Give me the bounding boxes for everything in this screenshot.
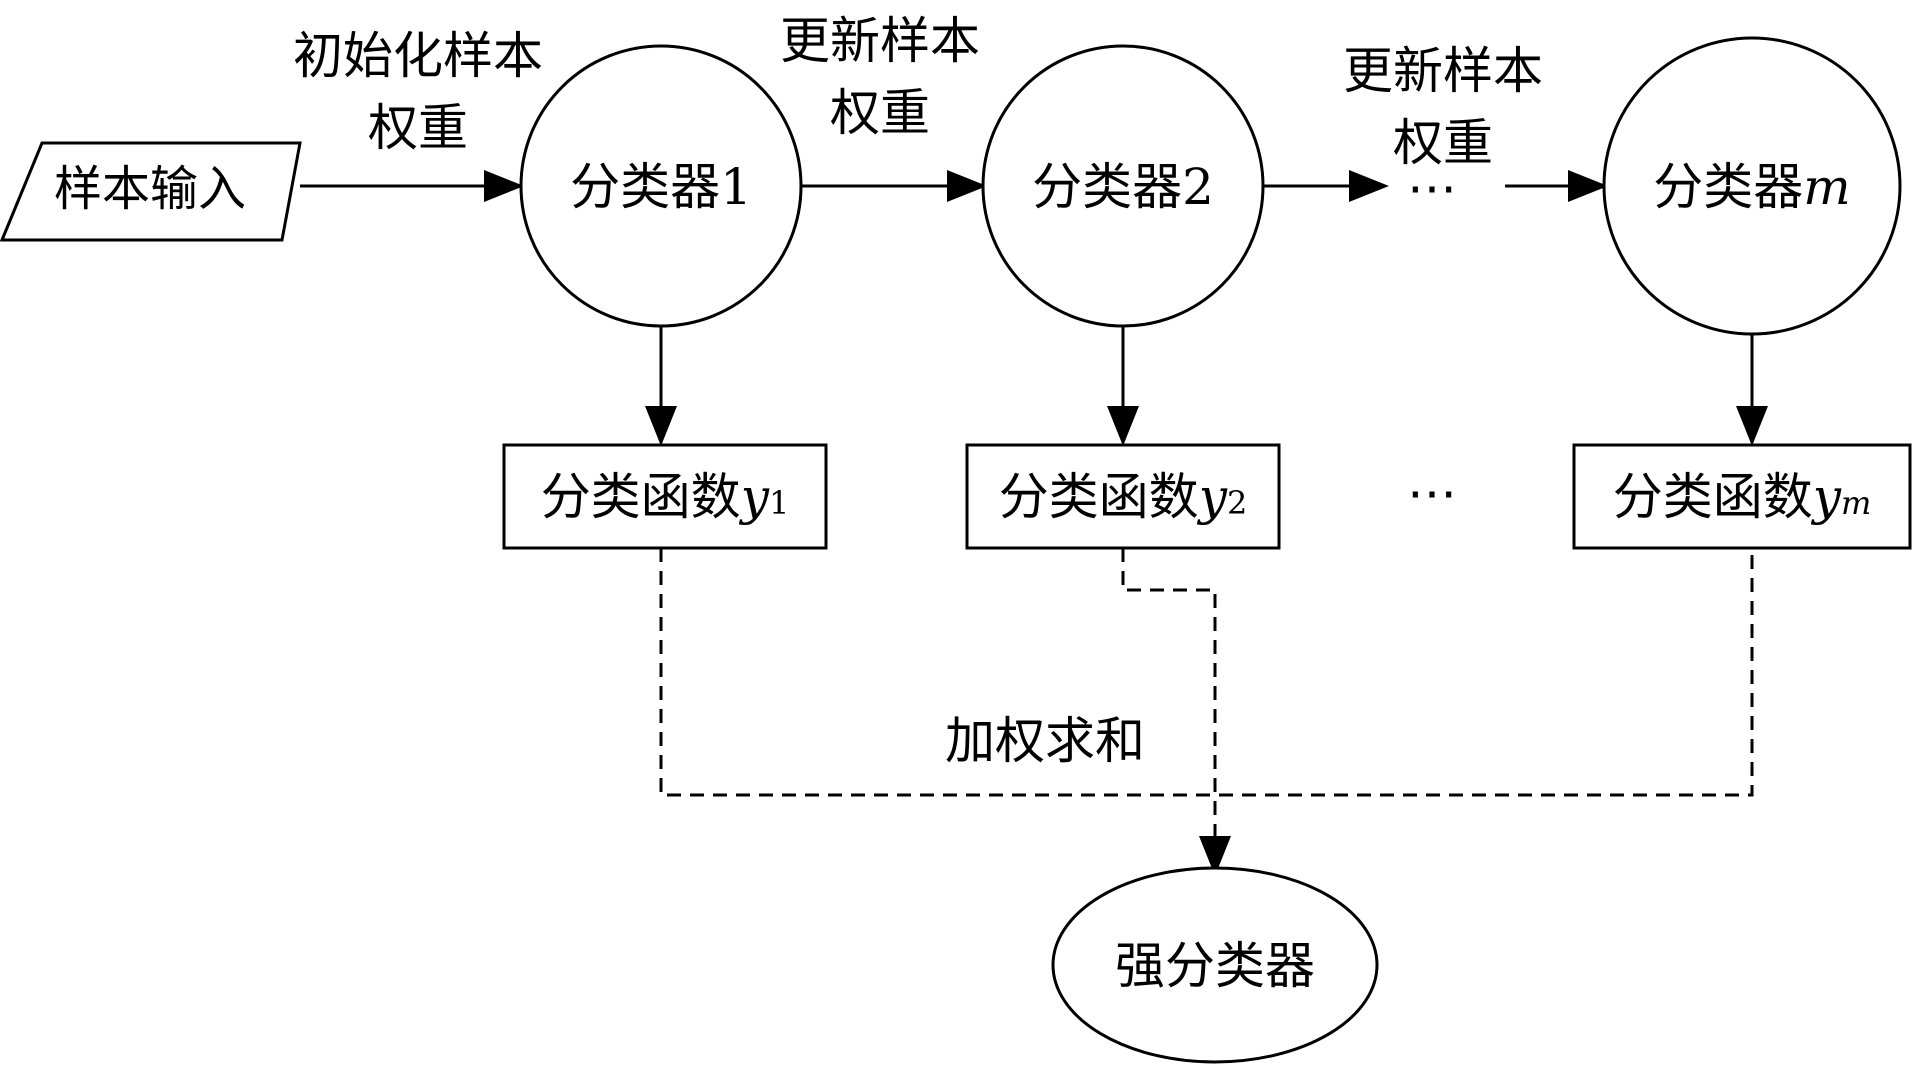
classifier-2-node: 分类器2 [981,44,1265,328]
functions-ellipsis: ⋯ [1407,464,1457,522]
strong-classifier-node: 强分类器 [1051,866,1379,1064]
update-weights-2-line1: 更新样本 [1343,42,1543,100]
update-weights-1-line2: 权重 [830,84,930,142]
function-1-sub: 1 [769,484,789,522]
edge-update-weights-2: ⋯ 更新样本 权重 [1263,42,1608,217]
init-weights-label-line1: 初始化样本 [293,27,543,85]
function-2-box: 分类函数y2 [965,443,1281,550]
classifier-m-label: 分类器m [1653,158,1850,216]
edge-update-weights-1: 更新样本 权重 [780,12,987,202]
function-2-label: 分类函数y2 [999,468,1248,526]
function-1-var: y [739,468,770,526]
function-m-var: y [1811,468,1842,526]
chain-ellipsis: ⋯ [1407,159,1457,217]
classifier-m-node: 分类器m [1602,36,1902,336]
function-m-label: 分类函数ym [1613,468,1872,526]
weighted-sum-connectors [659,548,1754,860]
strong-classifier-label: 强分类器 [1115,937,1315,995]
function-m-box: 分类函数ym [1572,443,1912,550]
weighted-sum-label: 加权求和 [945,712,1145,770]
classifier-2-label: 分类器2 [1032,158,1214,216]
classifier-1-node: 分类器1 [519,44,803,328]
classifier-1-prefix: 分类器 [570,158,720,216]
classifier-m-index: m [1803,158,1850,216]
classifier-2-index: 2 [1182,158,1214,216]
update-weights-2-line2: 权重 [1393,114,1493,172]
function-2-prefix: 分类函数 [999,468,1199,526]
function-2-sub: 2 [1227,484,1247,522]
function-1-prefix: 分类函数 [541,468,741,526]
edge-init-weights: 初始化样本 权重 [293,27,543,202]
function-1-label: 分类函数y1 [541,468,790,526]
function-m-prefix: 分类函数 [1613,468,1813,526]
classifier-1-label: 分类器1 [570,158,752,216]
update-weights-1-line1: 更新样本 [780,12,980,70]
sample-input-node: 样本输入 [0,141,302,242]
init-weights-label-line2: 权重 [368,99,468,157]
function-1-box: 分类函数y1 [502,443,828,550]
function-2-var: y [1197,468,1228,526]
classifier-2-prefix: 分类器 [1032,158,1182,216]
classifier-m-prefix: 分类器 [1653,158,1803,216]
sample-input-label: 样本输入 [54,161,246,217]
function-m-sub: m [1841,484,1871,522]
classifier-1-index: 1 [720,158,752,216]
